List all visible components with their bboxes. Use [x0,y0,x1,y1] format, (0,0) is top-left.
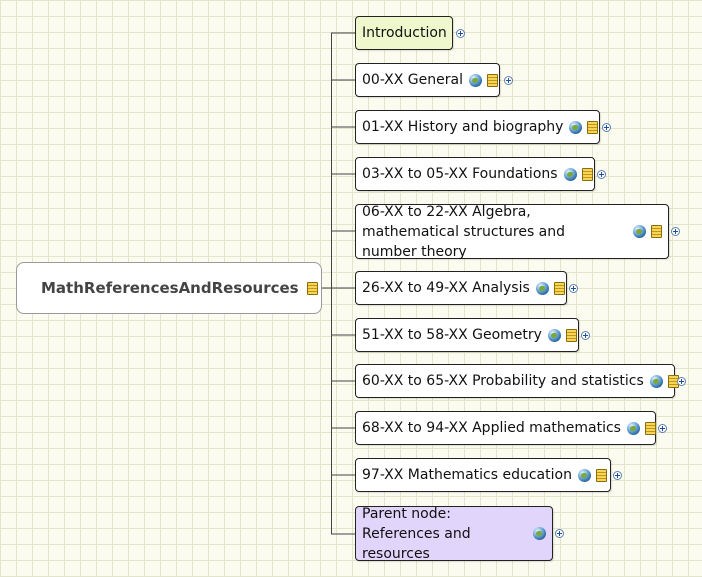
topic-51-58-geometry[interactable]: 51-XX to 58-XX Geometry [355,318,579,352]
globe-icon[interactable] [468,73,482,87]
globe-icon[interactable] [533,527,546,540]
expand-icon[interactable] [613,471,622,480]
expand-icon[interactable] [671,227,680,236]
expand-icon[interactable] [602,123,611,132]
note-icon[interactable] [553,281,565,295]
topic-label: 06-XX to 22-XX Algebra, mathematical str… [362,203,566,260]
topic-label: Parent node: References and resources [362,505,471,562]
expand-icon[interactable] [597,170,606,179]
topic-label: 03-XX to 05-XX Foundations [362,166,558,182]
globe-icon[interactable] [547,328,561,342]
globe-icon[interactable] [649,374,663,388]
expand-icon[interactable] [456,29,465,38]
note-icon[interactable] [306,281,318,295]
topic-68-94-applied[interactable]: 68-XX to 94-XX Applied mathematics [355,411,656,445]
globe-icon[interactable] [626,421,640,435]
topic-26-49-analysis[interactable]: 26-XX to 49-XX Analysis [355,271,567,305]
note-icon[interactable] [581,167,593,181]
expand-icon[interactable] [504,76,513,85]
globe-icon[interactable] [569,120,583,134]
note-icon[interactable] [651,225,662,238]
topic-label: 97-XX Mathematics education [362,467,572,483]
topic-label: 26-XX to 49-XX Analysis [362,280,530,296]
note-icon[interactable] [595,468,607,482]
expand-icon[interactable] [569,284,578,293]
topic-label: 01-XX History and biography [362,119,564,135]
root-topic-label: MathReferencesAndResources [41,279,299,297]
topic-01-xx-history[interactable]: 01-XX History and biography [355,110,600,144]
globe-icon[interactable] [577,468,591,482]
root-topic[interactable]: MathReferencesAndResources [16,262,322,314]
expand-icon[interactable] [581,331,590,340]
expand-icon[interactable] [677,377,686,386]
topic-introduction[interactable]: Introduction [355,16,453,50]
topic-06-22-algebra[interactable]: 06-XX to 22-XX Algebra, mathematical str… [355,203,669,260]
note-icon[interactable] [587,120,599,134]
topic-97-xx-education[interactable]: 97-XX Mathematics education [355,458,611,492]
note-icon[interactable] [644,421,656,435]
topic-03-05-foundations[interactable]: 03-XX to 05-XX Foundations [355,157,595,191]
topic-label: 68-XX to 94-XX Applied mathematics [362,420,621,436]
topic-label: 51-XX to 58-XX Geometry [362,327,542,343]
globe-icon[interactable] [535,281,549,295]
expand-icon[interactable] [658,424,667,433]
note-icon[interactable] [565,328,577,342]
expand-icon[interactable] [555,529,564,538]
topic-00-xx-general[interactable]: 00-XX General [355,63,500,97]
note-icon[interactable] [486,73,498,87]
topic-parent-node[interactable]: Parent node: References and resources [355,505,553,562]
topic-label: 00-XX General [362,72,463,88]
globe-icon[interactable] [563,167,577,181]
topic-60-65-probability[interactable]: 60-XX to 65-XX Probability and statistic… [355,364,679,398]
topic-label: 60-XX to 65-XX Probability and statistic… [362,373,644,389]
topic-label: Introduction [362,25,447,41]
globe-icon[interactable] [633,225,646,238]
